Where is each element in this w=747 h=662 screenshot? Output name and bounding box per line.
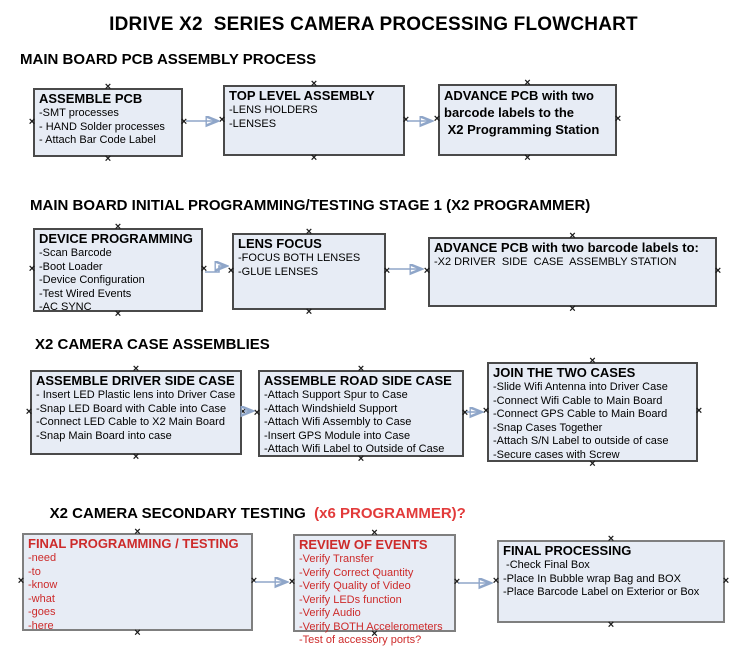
section-heading-red-text: (x6 PROGRAMMER)? bbox=[314, 505, 466, 522]
box-line: -Check Final Box bbox=[503, 559, 590, 571]
flow-arrow[interactable] bbox=[205, 266, 225, 273]
section-heading-pcb-assembly: MAIN BOARD PCB ASSEMBLY PROCESS bbox=[20, 51, 317, 68]
box-line: -Verify LEDs function bbox=[299, 593, 402, 606]
flow-box-assemble-pcb[interactable]: ASSEMBLE PCB -SMT processes - HAND Solde… bbox=[33, 88, 183, 157]
box-title: ASSEMBLE ROAD SIDE CASE bbox=[264, 373, 452, 388]
box-title: REVIEW OF EVENTS bbox=[299, 537, 428, 552]
box-line: -Verify Audio bbox=[299, 607, 361, 619]
box-line: -need bbox=[28, 552, 57, 564]
box-line: - Insert LED Plastic lens into Driver Ca… bbox=[36, 389, 236, 401]
box-line: -to bbox=[28, 565, 41, 578]
box-line: -AC SYNC bbox=[39, 301, 92, 313]
flow-box-top-level-assembly[interactable]: TOP LEVEL ASSEMBLY -LENS HOLDERS -LENSES bbox=[223, 85, 405, 156]
box-line: -what bbox=[28, 592, 55, 605]
box-line: -Attach Wifi Label to Outside of Case bbox=[264, 443, 445, 455]
box-line: -Connect GPS Cable to Main Board bbox=[493, 408, 668, 420]
box-line: -Secure cases with Screw bbox=[493, 448, 620, 461]
flow-box-final-programming-testing[interactable]: FINAL PROGRAMMING / TESTING -need -to -k… bbox=[22, 533, 253, 632]
box-line: -Scan Barcode bbox=[39, 247, 112, 259]
flow-box-join-two-cases[interactable]: JOIN THE TWO CASES -Slide Wifi Antenna i… bbox=[487, 362, 698, 462]
box-title: ASSEMBLE DRIVER SIDE CASE bbox=[36, 373, 235, 388]
box-line: -here bbox=[28, 619, 54, 632]
box-line: -SMT processes bbox=[39, 107, 119, 119]
box-line: -Slide Wifi Antenna into Driver Case bbox=[493, 381, 668, 393]
box-line: X2 Programming Station bbox=[444, 122, 600, 137]
box-line: -Place In Bubble wrap Bag and BOX bbox=[503, 572, 681, 585]
box-title: TOP LEVEL ASSEMBLY bbox=[229, 88, 375, 103]
section-heading-case-assemblies: X2 CAMERA CASE ASSEMBLIES bbox=[35, 336, 270, 353]
box-title: ADVANCE PCB with two barcode labels to: bbox=[434, 240, 699, 255]
box-line: -Attach Support Spur to Case bbox=[264, 389, 408, 401]
box-line: -Connect LED Cable to X2 Main Board bbox=[36, 416, 225, 428]
box-line: -Attach S/N Label to outside of case bbox=[493, 435, 669, 447]
box-line: -Boot Loader bbox=[39, 260, 103, 273]
page-title: IDRIVE X2 SERIES CAMERA PROCESSING FLOWC… bbox=[109, 14, 638, 35]
flow-box-lens-focus[interactable]: LENS FOCUS -FOCUS BOTH LENSES -GLUE LENS… bbox=[232, 233, 386, 310]
box-line: -GLUE LENSES bbox=[238, 265, 319, 278]
box-line: -goes bbox=[28, 606, 56, 618]
box-line: ADVANCE PCB with two bbox=[444, 88, 594, 103]
box-line: -Verify Quality of Video bbox=[299, 580, 411, 592]
box-title: FINAL PROGRAMMING / TESTING bbox=[28, 536, 239, 551]
box-line: -Attach Wifi Assembly to Case bbox=[264, 416, 412, 428]
section-heading-initial-programming: MAIN BOARD INITIAL PROGRAMMING/TESTING S… bbox=[30, 197, 591, 214]
box-title: JOIN THE TWO CASES bbox=[493, 365, 636, 380]
box-line: -Verify Correct Quantity bbox=[299, 566, 414, 579]
box-line: -know bbox=[28, 579, 58, 591]
box-line: -Verify Transfer bbox=[299, 553, 374, 565]
flow-box-assemble-driver-side-case[interactable]: ASSEMBLE DRIVER SIDE CASE - Insert LED P… bbox=[30, 370, 242, 455]
box-line: -LENSES bbox=[229, 117, 277, 130]
box-line: -Attach Windshield Support bbox=[264, 402, 398, 415]
box-line: -Device Configuration bbox=[39, 274, 145, 286]
box-line: -LENS HOLDERS bbox=[229, 104, 318, 116]
box-line: -Snap LED Board with Cable into Case bbox=[36, 402, 227, 415]
box-line: -Place Barcode Label on Exterior or Box bbox=[503, 586, 700, 598]
flow-box-advance-pcb-programming-station[interactable]: ADVANCE PCB with two barcode labels to t… bbox=[438, 84, 617, 156]
flow-box-device-programming[interactable]: DEVICE PROGRAMMING -Scan Barcode -Boot L… bbox=[33, 228, 203, 313]
box-line: -Insert GPS Module into Case bbox=[264, 429, 411, 442]
box-line: -Test Wired Events bbox=[39, 287, 132, 300]
box-title: LENS FOCUS bbox=[238, 236, 322, 251]
box-line: - Attach Bar Code Label bbox=[39, 134, 156, 146]
flow-box-advance-pcb-driver-side[interactable]: ADVANCE PCB with two barcode labels to: … bbox=[428, 237, 717, 307]
box-line: -FOCUS BOTH LENSES bbox=[238, 252, 361, 264]
box-line: -X2 DRIVER SIDE CASE ASSEMBLY STATION bbox=[434, 256, 677, 268]
box-line: -Verify BOTH Accelerometers bbox=[299, 620, 443, 633]
box-line: -Test of accessory ports? bbox=[299, 634, 422, 646]
flow-box-assemble-road-side-case[interactable]: ASSEMBLE ROAD SIDE CASE -Attach Support … bbox=[258, 370, 464, 457]
box-line: -Snap Cases Together bbox=[493, 421, 603, 434]
section-heading-secondary-testing: X2 CAMERA SECONDARY TESTING (x6 PROGRAMM… bbox=[33, 488, 466, 539]
box-title: FINAL PROCESSING bbox=[503, 543, 632, 558]
box-title: ASSEMBLE PCB bbox=[39, 91, 143, 106]
box-line: -Snap Main Board into case bbox=[36, 429, 172, 442]
box-line: - HAND Solder processes bbox=[39, 120, 165, 133]
box-line: barcode labels to the bbox=[444, 105, 575, 120]
box-title: DEVICE PROGRAMMING bbox=[39, 231, 193, 246]
section-heading-black-text: X2 CAMERA SECONDARY TESTING bbox=[49, 505, 315, 522]
flow-box-review-of-events[interactable]: REVIEW OF EVENTS -Verify Transfer -Verif… bbox=[293, 534, 456, 646]
box-line: -Connect Wifi Cable to Main Board bbox=[493, 394, 663, 407]
flow-box-final-processing[interactable]: FINAL PROCESSING -Check Final Box -Place… bbox=[497, 540, 725, 623]
